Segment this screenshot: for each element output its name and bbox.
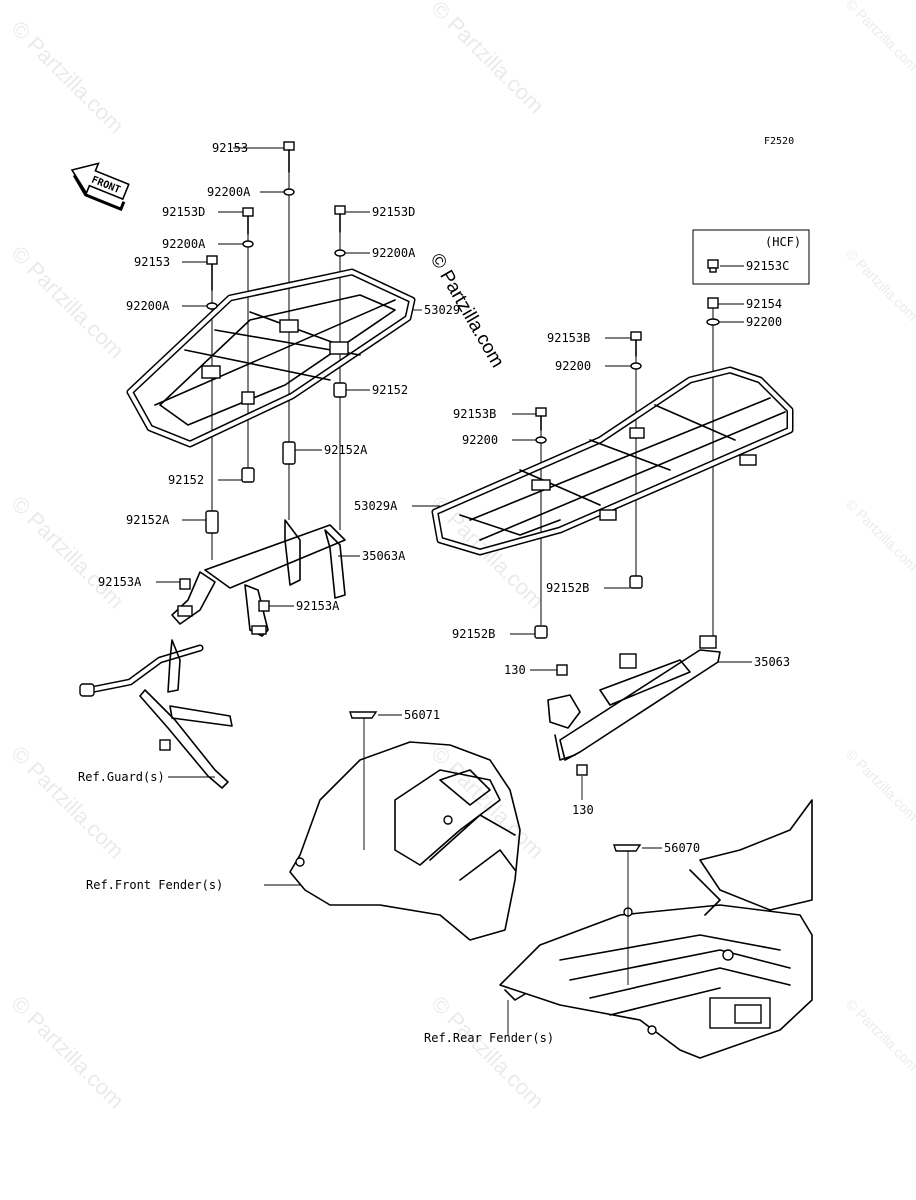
watermark: © Partzilla.com (426, 991, 549, 1114)
callout-92152: 92152 (372, 383, 408, 397)
hcf-part-label: 92153C (746, 259, 789, 273)
bolt-icon (556, 664, 568, 676)
washer-icon (242, 240, 254, 248)
bolt-icon (334, 205, 346, 233)
bolt-icon (535, 407, 547, 431)
washer-icon (283, 188, 295, 196)
callout-92153d: 92153D (162, 205, 205, 219)
rear-fender-reference (499, 799, 813, 1059)
callout-92153b: 92153B (547, 331, 590, 345)
front-carrier-bracket (171, 519, 346, 637)
washer-icon (535, 436, 547, 444)
callout-92153a: 92153A (98, 575, 142, 589)
callout-92200a: 92200A (126, 299, 170, 313)
front-fender-reference (289, 741, 521, 941)
front-carrier-rack (126, 268, 416, 448)
callout-53029: 53029 (424, 303, 460, 317)
watermark: © Partzilla.com (6, 16, 129, 139)
rear-carrier-rack (431, 366, 794, 556)
left-carrier-assembly (79, 141, 416, 789)
callout-130: 130 (504, 663, 526, 677)
callout-92152a: 92152A (126, 513, 170, 527)
watermark: © Partzilla.com (843, 246, 916, 324)
callout-92153d: 92153D (372, 205, 415, 219)
collar-icon (629, 575, 643, 589)
callout-92152: 92152 (168, 473, 204, 487)
callout-92154: 92154 (746, 297, 782, 311)
callout-130: 130 (572, 803, 594, 817)
callout-92152b: 92152B (452, 627, 495, 641)
sticker-icon (613, 844, 642, 852)
collar-icon (534, 625, 548, 639)
callout-92153: 92153 (134, 255, 170, 269)
sticker-icon (349, 711, 378, 719)
hcf-box: (HCF) 92153C (692, 229, 810, 285)
callout-35063: 35063 (754, 655, 790, 669)
front-arrow-icon: FRONT (70, 162, 130, 212)
bolt-icon (707, 297, 719, 309)
callout-92200a: 92200A (162, 237, 206, 251)
diagram-code: F2520 (764, 136, 794, 147)
watermark: © Partzilla.com (843, 996, 916, 1074)
washer-icon (630, 362, 642, 370)
collar-icon (282, 441, 296, 465)
ref-guard-label: Ref.Guard(s) (78, 770, 165, 784)
bolt-icon (707, 259, 719, 273)
callout-92200a: 92200A (372, 246, 416, 260)
callout-56070: 56070 (664, 841, 700, 855)
watermark: © Partzilla.com (843, 496, 916, 574)
callout-92200: 92200 (746, 315, 782, 329)
guard-reference (79, 639, 233, 789)
watermark: © Partzilla.com (6, 741, 129, 864)
collar-icon (241, 467, 255, 483)
callout-92200: 92200 (555, 359, 591, 373)
bolt-icon (630, 331, 642, 357)
collar-icon (333, 382, 347, 398)
rear-carrier-bracket (547, 635, 721, 761)
callout-92200: 92200 (462, 433, 498, 447)
callout-53029a: 53029A (354, 499, 398, 513)
callout-92153: 92153 (212, 141, 248, 155)
watermark: © Partzilla.com (6, 241, 129, 364)
ref-front-fender-label: Ref.Front Fender(s) (86, 878, 223, 892)
bolt-icon (206, 255, 218, 291)
bolt-icon (242, 207, 254, 235)
collar-icon (205, 510, 219, 534)
callout-92152a: 92152A (324, 443, 368, 457)
ref-rear-fender-label: Ref.Rear Fender(s) (424, 1031, 554, 1045)
watermark: © Partzilla.com (6, 991, 129, 1114)
callout-35063a: 35063A (362, 549, 406, 563)
bolt-icon (179, 578, 191, 590)
callout-56071: 56071 (404, 708, 440, 722)
watermark: © Partzilla.com (843, 746, 916, 824)
callout-92200a: 92200A (207, 185, 251, 199)
callout-92153a: 92153A (296, 599, 340, 613)
bolt-icon (258, 600, 270, 612)
right-carrier-assembly (431, 297, 794, 776)
watermark: © Partzilla.com (426, 0, 549, 118)
bolt-icon (576, 764, 588, 776)
washer-icon (334, 249, 346, 257)
callout-92153b: 92153B (453, 407, 496, 421)
washer-icon (706, 318, 720, 326)
bolt-icon (283, 141, 295, 173)
callout-92152b: 92152B (546, 581, 589, 595)
watermark: © Partzilla.com (843, 0, 916, 74)
washer-icon (206, 302, 218, 310)
watermark: © Partzilla.com (6, 491, 129, 614)
hcf-title: (HCF) (765, 235, 801, 249)
watermark-layer: © Partzilla.com © Partzilla.com © Partzi… (6, 0, 916, 1113)
